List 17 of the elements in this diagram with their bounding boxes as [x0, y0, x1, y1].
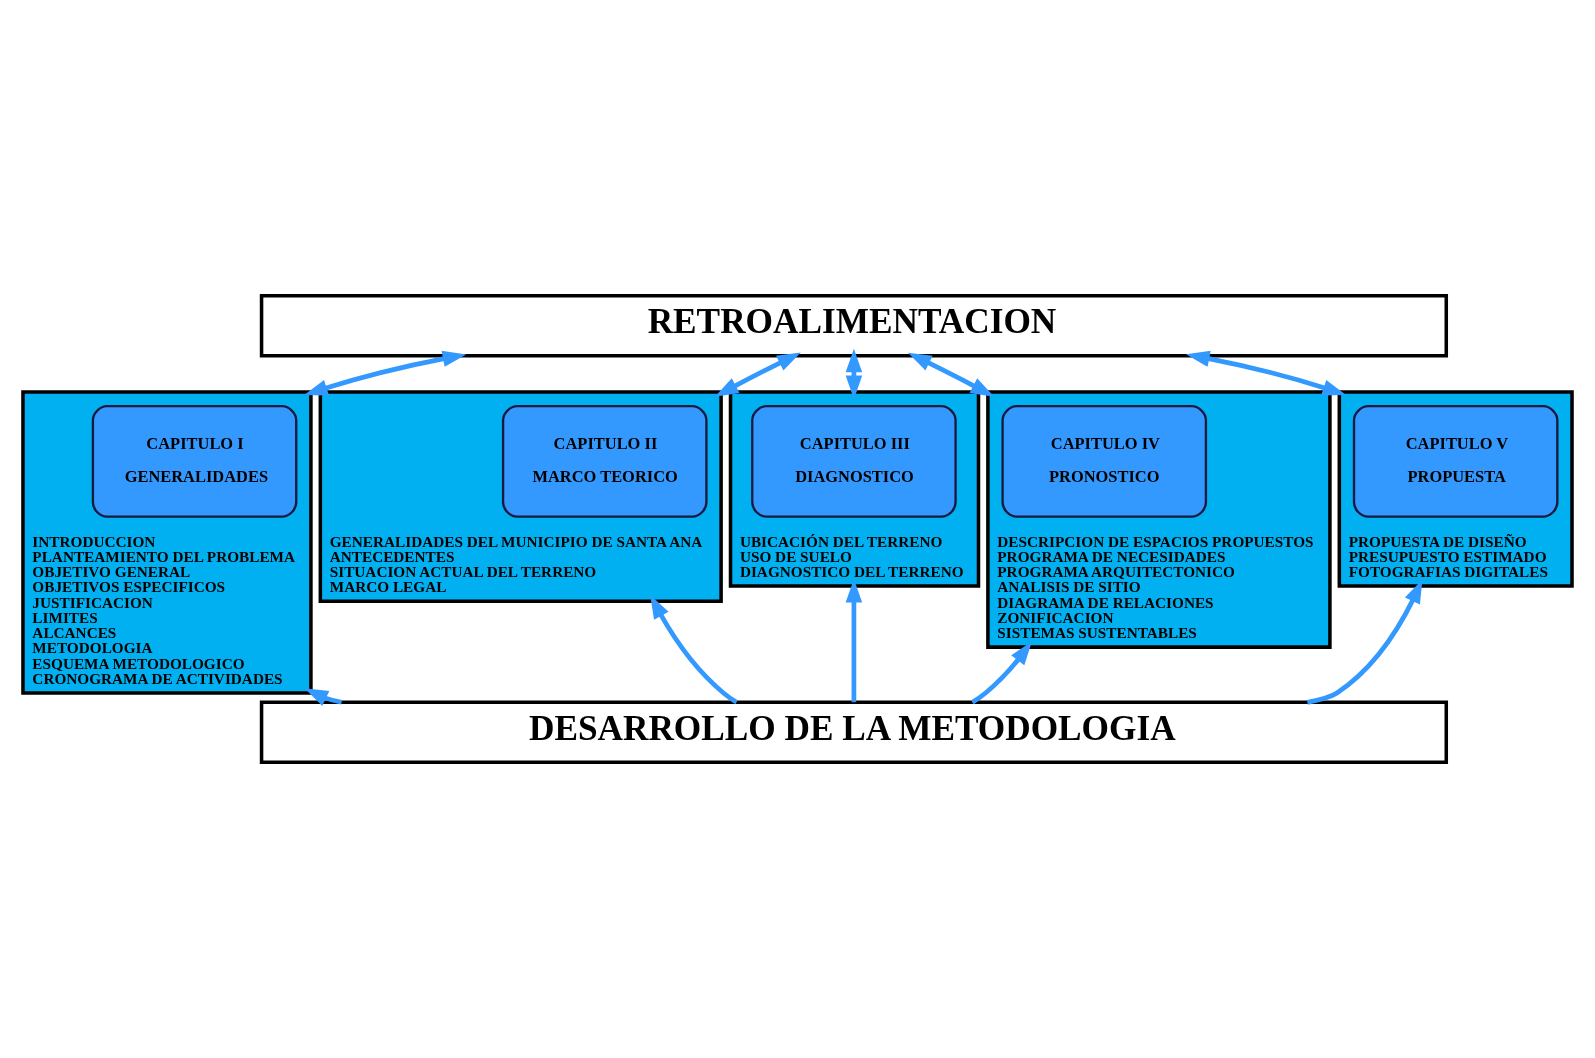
node-box: CAPITULO II MARCO TEORICO: [501, 405, 708, 518]
node-box: CAPITULO I GENERALIDADES: [91, 405, 298, 518]
node-box: CAPITULO V PROPUESTA: [1352, 405, 1559, 518]
arrow: [304, 350, 467, 396]
arrow: [1306, 579, 1423, 705]
arrow: [971, 641, 1032, 705]
arrow: [907, 352, 995, 397]
node-box: DESARROLLO DE LA METODOLOGIA: [259, 700, 1449, 765]
arrow: [845, 348, 863, 400]
arrow: [1186, 350, 1347, 396]
node-box: CAPITULO III DIAGNOSTICO: [751, 405, 957, 518]
arrow: [845, 578, 863, 703]
node-box: CAPITULO IV PRONOSTICO: [1001, 405, 1208, 518]
arrow: [304, 688, 343, 706]
node-box: RETROALIMENTACION: [259, 293, 1449, 358]
arrow: [650, 595, 738, 705]
arrow: [714, 352, 801, 397]
